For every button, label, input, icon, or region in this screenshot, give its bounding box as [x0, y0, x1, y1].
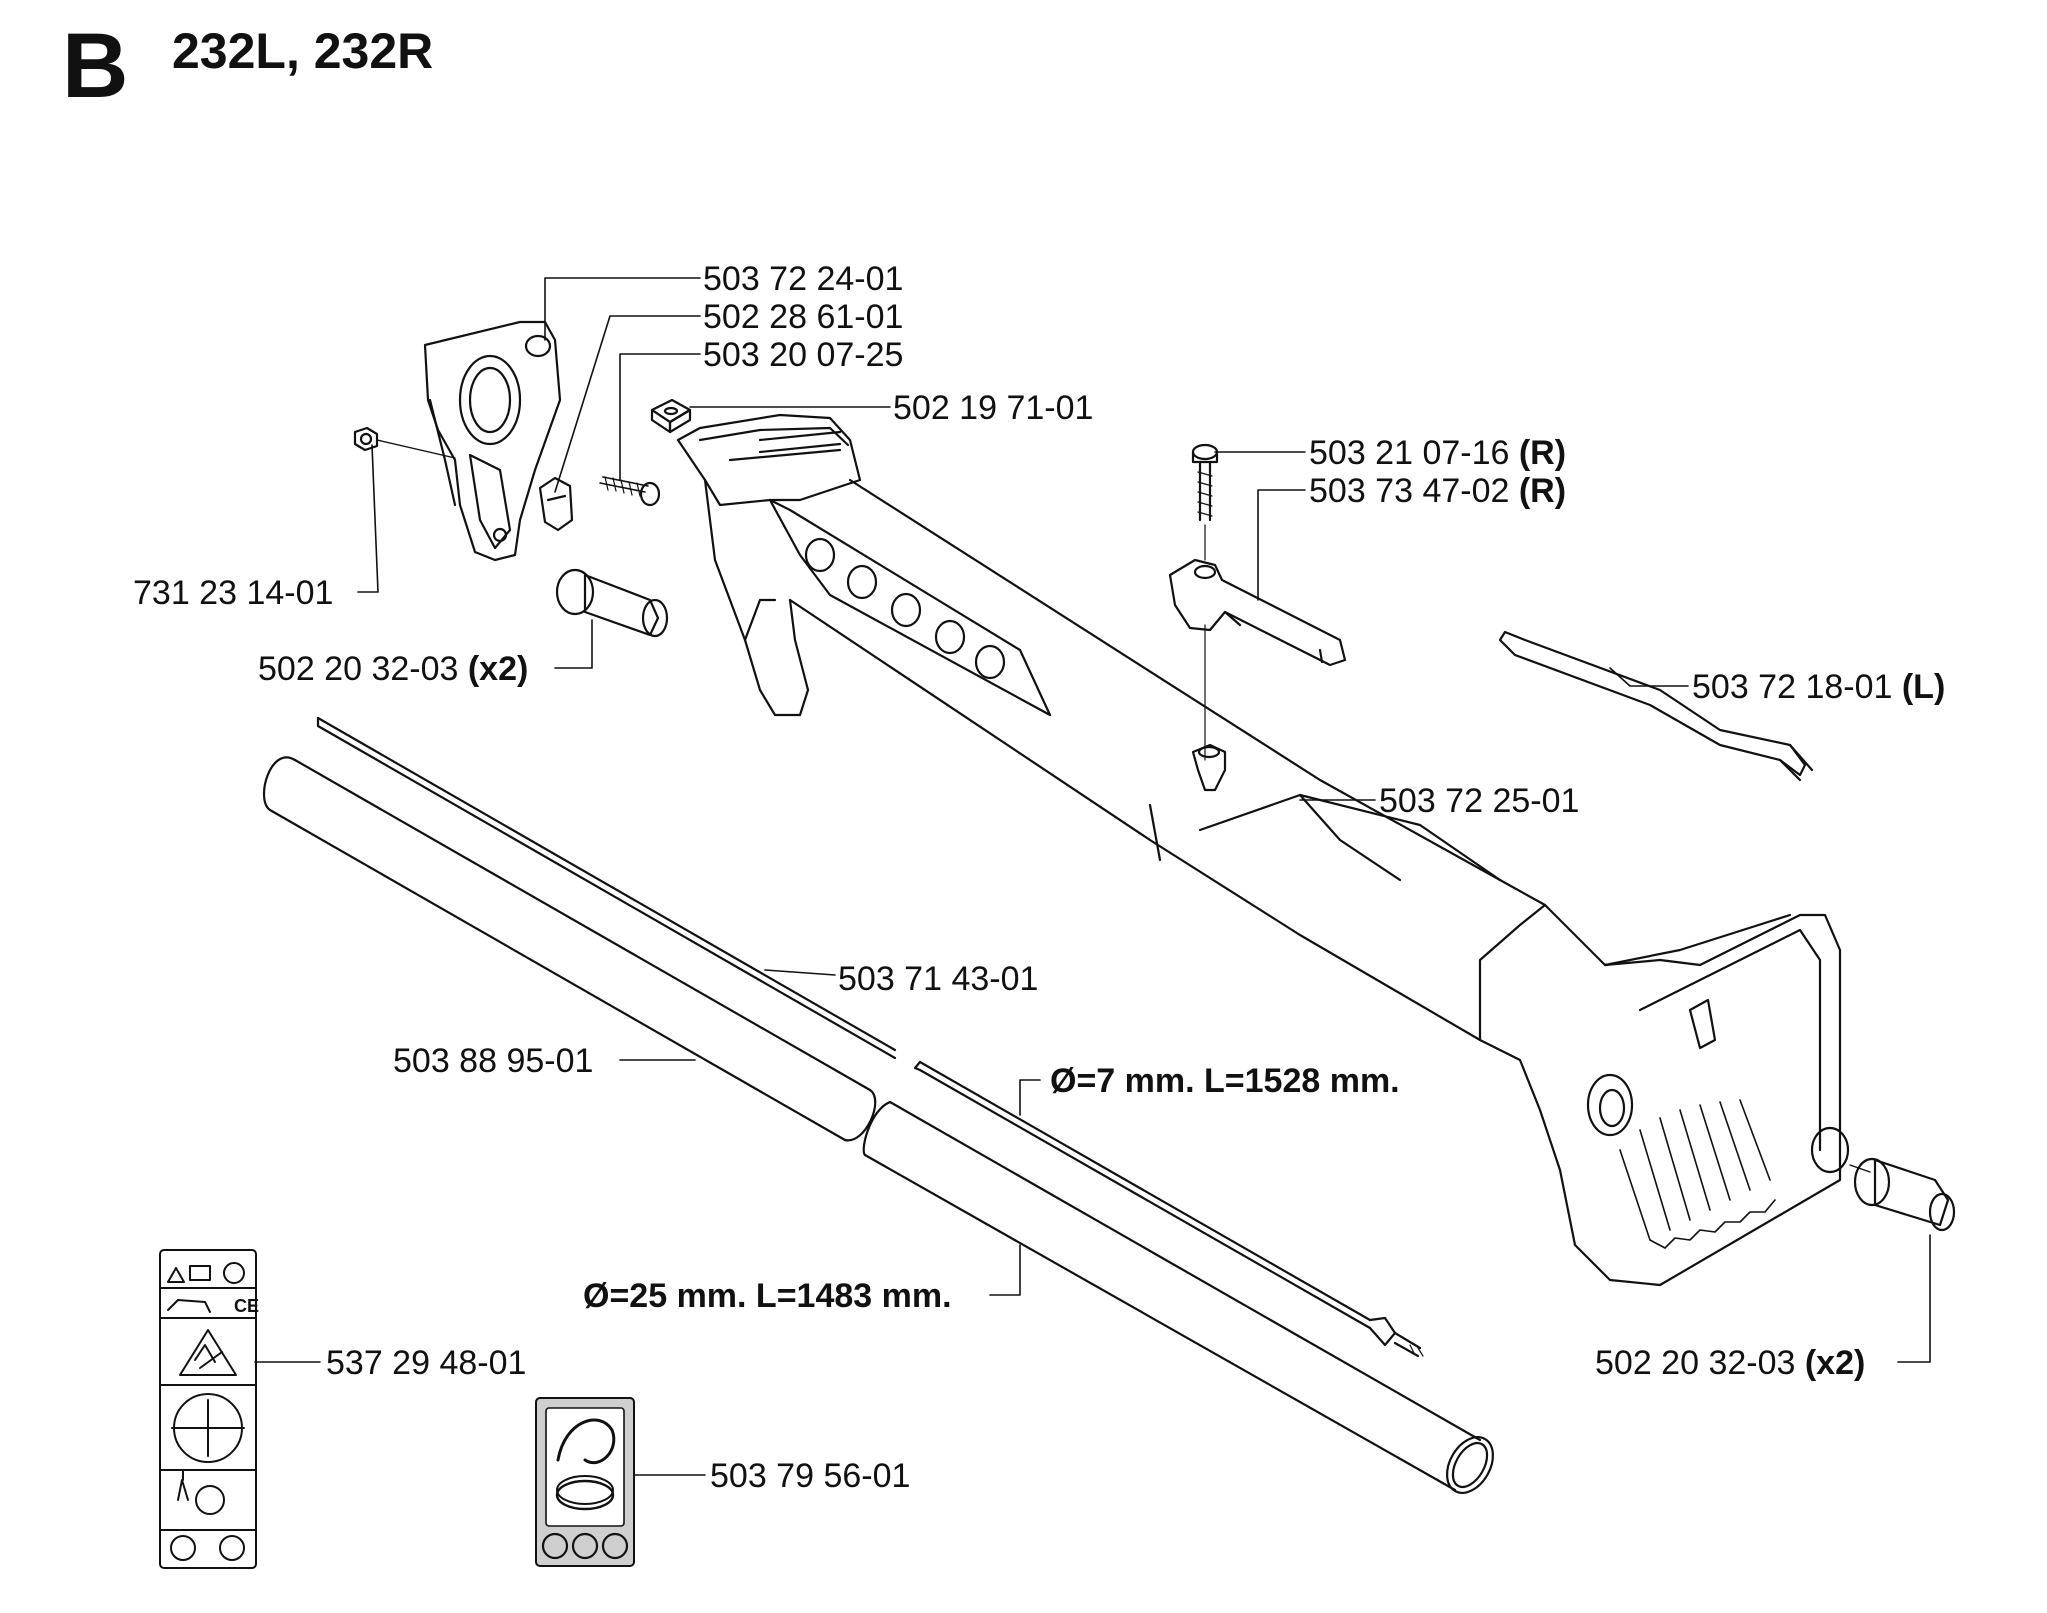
part-label: 503 72 25-01 [1379, 784, 1579, 818]
symbol-3-icon [601, 1532, 629, 1560]
part-label: 502 20 32-03 (x2) [258, 652, 528, 686]
spool-decal [535, 1397, 635, 1567]
slider-nut [1191, 743, 1227, 792]
part-number: 502 20 32-03 [258, 650, 459, 688]
part-note: (R) [1518, 434, 1567, 472]
part-number: 537 29 48-01 [326, 1344, 527, 1382]
leader-731-23-14-01 [357, 444, 379, 593]
square-nut [650, 398, 692, 434]
screw [599, 476, 661, 507]
spring-clip [1498, 630, 1814, 782]
part-label: 503 20 07-25 [703, 338, 903, 372]
part-number: 503 72 24-01 [703, 260, 904, 298]
part-label: 731 23 14-01 [133, 576, 333, 610]
part-number: 503 72 25-01 [1379, 782, 1580, 820]
model-title: 232L, 232R [172, 23, 434, 79]
symbol-2-icon [571, 1532, 599, 1560]
part-label: 503 71 43-01 [838, 962, 1038, 996]
part-number: 503 88 95-01 [393, 1042, 594, 1080]
arrows-icon [171, 1399, 245, 1457]
bolt [1191, 443, 1219, 761]
symbol-1-icon [541, 1532, 569, 1560]
part-number: 502 28 61-01 [703, 298, 904, 336]
part-number: 503 20 07-25 [703, 336, 904, 374]
helmet-icon [223, 1262, 245, 1284]
leader-502-20-32-03-a [554, 619, 593, 669]
leader-503-71-43-01 [764, 969, 836, 976]
leader-502-20-32-03-b [1897, 1234, 1931, 1363]
leader-shaft-dim [1019, 1079, 1041, 1116]
spool-icon [555, 1479, 615, 1511]
shaft-dimension: Ø=7 mm. L=1528 mm. [1050, 1062, 1400, 1100]
ce-mark: CE [234, 1296, 259, 1316]
drive-shaft [316, 716, 1424, 1358]
part-label: 502 28 61-01 [703, 300, 903, 334]
part-label: 537 29 48-01 [326, 1346, 526, 1380]
debris-icon [194, 1344, 223, 1369]
person-icon [177, 1469, 189, 1501]
part-label: 503 72 24-01 [703, 262, 903, 296]
slider-bar [1168, 558, 1347, 667]
warning-triangle-large-icon [179, 1329, 237, 1376]
leader-503-72-18-01 [1609, 667, 1689, 687]
part-number: 502 19 71-01 [893, 389, 1094, 427]
leader-502-28-61-01 [554, 315, 701, 493]
end-plug-right [1849, 1157, 1956, 1232]
part-note: (R) [1518, 472, 1567, 510]
tube-dimension: Ø=25 mm. L=1483 mm. [583, 1277, 952, 1315]
manual-icon [189, 1265, 211, 1281]
part-note: (L) [1901, 668, 1946, 706]
part-label: 502 19 71-01 [893, 391, 1093, 425]
leader-503-72-24-01 [544, 277, 701, 341]
leader-503-20-07-25 [619, 353, 701, 481]
part-number: 503 79 56-01 [710, 1457, 911, 1495]
part-number: 502 20 32-03 [1595, 1344, 1796, 1382]
part-label: 503 79 56-01 [710, 1459, 910, 1493]
part-number: 503 71 43-01 [838, 960, 1039, 998]
part-number: 503 73 47-02 [1309, 472, 1510, 510]
part-label: 503 73 47-02 (R) [1309, 474, 1566, 508]
part-number: 503 72 18-01 [1692, 668, 1893, 706]
hand-icon [167, 1299, 211, 1313]
trimmer-line-icon [556, 1418, 616, 1465]
end-plug-left [555, 568, 669, 638]
part-note: (x2) [467, 650, 529, 688]
leader-503-73-47-02 [1257, 489, 1306, 601]
handle-bracket [423, 320, 562, 562]
part-label: 502 20 32-03 (x2) [1595, 1346, 1865, 1380]
rotation-icon [195, 1485, 225, 1515]
nut [353, 426, 456, 459]
part-note: (x2) [1804, 1344, 1866, 1382]
main-housing [676, 413, 1850, 1287]
glove-icon [170, 1535, 196, 1561]
part-number: 731 23 14-01 [133, 574, 334, 612]
part-label: 503 21 07-16 (R) [1309, 436, 1566, 470]
outer-tube [262, 756, 1495, 1494]
warning-triangle-icon [167, 1267, 185, 1283]
part-label: 503 72 18-01 (L) [1692, 670, 1945, 704]
boot-icon [219, 1535, 245, 1561]
part-label: 503 88 95-01 [393, 1044, 593, 1078]
warning-decal: CE [159, 1249, 259, 1569]
section-letter: B [62, 15, 129, 117]
clamp-clip [538, 476, 574, 532]
part-number: 503 21 07-16 [1309, 434, 1510, 472]
leader-lines [254, 277, 1931, 1476]
leader-tube-dim [989, 1244, 1021, 1296]
